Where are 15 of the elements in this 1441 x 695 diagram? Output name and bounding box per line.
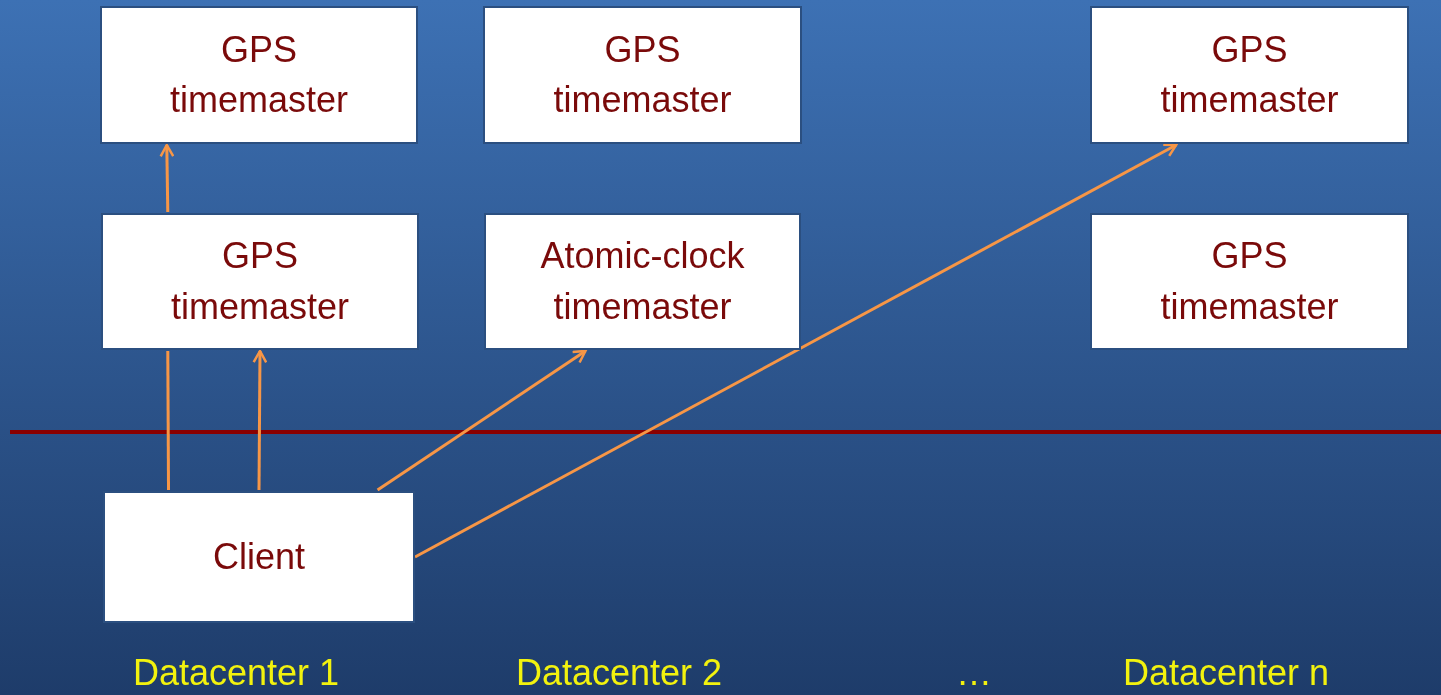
datacenter-label: Datacenter n (1123, 655, 1330, 691)
datacenter-label: Datacenter 2 (516, 655, 723, 691)
arrow (252, 349, 268, 490)
server-box: GPS timemaster (101, 213, 419, 350)
datacenter-label: … (956, 655, 992, 691)
arrow (376, 349, 587, 492)
arrow (414, 143, 1178, 559)
server-box: Client (103, 491, 415, 623)
server-box: Atomic-clock timemaster (484, 213, 801, 350)
server-box: GPS timemaster (1090, 6, 1409, 144)
server-box: GPS timemaster (1090, 213, 1409, 350)
datacenter-label: Datacenter 1 (133, 655, 340, 691)
server-box: GPS timemaster (100, 6, 418, 144)
arrow (159, 143, 175, 213)
server-box: GPS timemaster (483, 6, 802, 144)
